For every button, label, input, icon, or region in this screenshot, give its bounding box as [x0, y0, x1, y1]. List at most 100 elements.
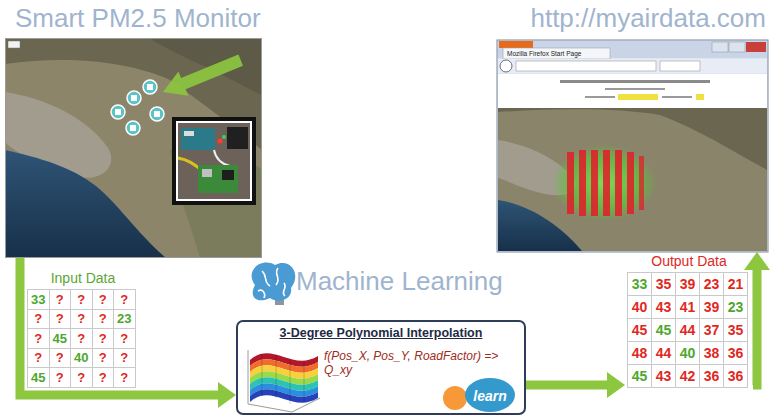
table-cell: 44 [675, 318, 700, 342]
sensor-pin [147, 84, 153, 90]
flow-arrow [526, 372, 625, 398]
tab-title: Mozilla Firefox Start Page [507, 50, 581, 57]
table-cell: ? [27, 328, 50, 349]
satellite-map [5, 38, 262, 258]
table-cell: 33 [27, 289, 50, 310]
satellite-map [150, 38, 262, 95]
sklearn-logo [465, 378, 515, 412]
device-photo [227, 127, 248, 149]
formula: f(Pos_X, Pos_Y, RoadFactor) => Q_xy [324, 350, 520, 378]
table-cell: 36 [723, 364, 748, 388]
flow-arrow [20, 258, 236, 408]
table-cell: 33 [627, 272, 652, 296]
brain-icon [252, 263, 296, 301]
browser-window [499, 41, 533, 48]
table-cell: 45 [627, 364, 652, 388]
browser-window [639, 156, 644, 210]
table-cell: 38 [699, 341, 724, 365]
sensor-pin [115, 109, 121, 115]
table-cell: 35 [651, 272, 676, 296]
satellite-map [6, 39, 262, 258]
sklearn-logo [443, 386, 467, 410]
panel-heading: http://myairdata.com [530, 4, 766, 34]
table-cell: 45 [49, 328, 72, 349]
arrow-line [753, 268, 757, 385]
table-cell: 23 [699, 272, 724, 296]
table-cell: ? [113, 289, 136, 310]
device-photo [172, 117, 256, 205]
sensor-pin [131, 95, 137, 101]
browser-window [712, 42, 728, 52]
arrow-head [744, 252, 770, 270]
table-cell: 36 [723, 341, 748, 365]
table-cell: ? [92, 348, 115, 369]
table-heading: Output Data [625, 253, 753, 269]
browser-window [497, 40, 768, 252]
table-cell: ? [70, 289, 93, 310]
panel-heading: Smart PM2.5 Monitor [15, 4, 261, 34]
device-photo [198, 165, 238, 193]
table-cell: 39 [699, 295, 724, 319]
brain-icon [258, 290, 265, 298]
table-cell: 45 [627, 318, 652, 342]
browser-window [729, 42, 745, 52]
table-cell: ? [49, 367, 72, 388]
table-cell: 21 [723, 272, 748, 296]
table-cell: 23 [113, 309, 136, 330]
satellite-map [5, 38, 262, 258]
browser-window [591, 150, 598, 216]
table-cell: ? [70, 367, 93, 388]
browser-window [605, 88, 665, 90]
table-cell: 35 [723, 318, 748, 342]
brain-icon [276, 268, 278, 285]
device-photo [202, 169, 212, 177]
device-photo [222, 170, 234, 180]
brain-icon [283, 283, 285, 296]
table-cell: 43 [651, 364, 676, 388]
browser-window [567, 152, 574, 214]
table-heading: Input Data [24, 270, 142, 286]
browser-window [579, 150, 586, 216]
device-photo [222, 135, 226, 139]
satellite-map [5, 150, 166, 258]
table-cell: ? [92, 309, 115, 330]
process-box: 3-Degree Polynomial Interpolation f(Pos_X… [236, 320, 526, 415]
browser-window [662, 96, 692, 98]
surface-plot [250, 389, 318, 402]
pointer-arrow [158, 48, 246, 104]
table-cell: ? [70, 309, 93, 330]
table-cell: 23 [723, 295, 748, 319]
browser-window [498, 108, 767, 251]
arrow-head [218, 382, 236, 408]
browser-window [660, 61, 700, 71]
browser-window [500, 60, 512, 72]
table-cell: 45 [651, 318, 676, 342]
table-cell: 40 [70, 348, 93, 369]
browser-window [696, 94, 704, 100]
sensor-pin [130, 125, 136, 131]
surface-plot [262, 354, 304, 404]
browser-window [498, 59, 767, 73]
sensor-pin [127, 91, 141, 105]
table-cell: 44 [651, 341, 676, 365]
arrow-line [20, 258, 220, 395]
satellite-map [8, 41, 20, 48]
brain-icon [252, 263, 296, 305]
table-cell: ? [113, 348, 136, 369]
table-cell: ? [92, 328, 115, 349]
browser-window [560, 80, 710, 83]
browser-window [498, 41, 767, 58]
brain-icon [262, 271, 270, 286]
browser-window [503, 48, 610, 59]
section-label: Machine Learning [296, 267, 503, 297]
table-cell: 40 [627, 295, 652, 319]
browser-window [627, 152, 634, 214]
sensor-pin [111, 105, 125, 119]
device-photo [184, 131, 194, 136]
device-photo [176, 121, 252, 201]
browser-window [603, 150, 610, 216]
sensor-pin [150, 107, 164, 121]
table-cell: 43 [651, 295, 676, 319]
box-title: 3-Degree Polynomial Interpolation [238, 326, 524, 340]
